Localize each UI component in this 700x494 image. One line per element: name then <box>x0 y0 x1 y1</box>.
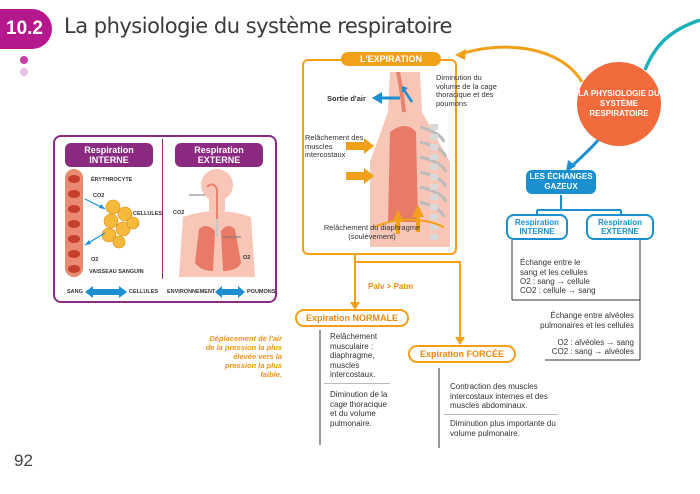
normale-item-1: Relâchement musculaire : diaphragme, mus… <box>330 332 378 379</box>
o2-label: O2 <box>91 257 99 263</box>
pressure-label: Palv > Patm <box>368 282 414 291</box>
sortie-air-label: Sortie d'air <box>327 94 366 103</box>
page-title: La physiologie du système respiratoire <box>64 14 452 38</box>
decor-dot <box>20 68 28 76</box>
divider <box>324 383 390 384</box>
interne-co2: CO2 : cellule → sang <box>520 286 596 295</box>
externe-co2: CO2 : sang → alvéoles <box>551 347 634 356</box>
pressure-note: Déplacement de l'air de la pression la p… <box>205 334 282 379</box>
environnement-label: ENVIRONNEMENT <box>167 289 216 295</box>
externe-label: Respiration EXTERNE <box>175 143 263 167</box>
decor-dot <box>20 56 28 64</box>
sang-label: SANG <box>67 289 83 295</box>
compression-arrows <box>346 138 374 184</box>
externe-o2: O2 : alvéoles → sang <box>557 338 634 347</box>
respiration-interne-box: Respiration INTERNE <box>506 214 568 240</box>
normale-item-2: Diminution de la cage thoracique et du v… <box>330 390 388 428</box>
expiration-forcee-title: Expiration FORCÉE <box>408 345 516 363</box>
respiration-externe-box: Respiration EXTERNE <box>586 214 654 240</box>
page-number: 92 <box>14 451 33 470</box>
echanges-gazeux-title: LES ÉCHANGES GAZEUX <box>526 170 596 194</box>
chapter-tag: 10.2 <box>0 9 52 49</box>
respiration-panel: Respiration INTERNE Respiration EXTERNE … <box>53 135 277 303</box>
forcee-item-2: Diminution plus importante du volume pul… <box>450 419 556 438</box>
co2-label: CO2 <box>93 193 105 199</box>
thorax-illustration <box>370 72 450 247</box>
panel-divider <box>162 139 163 279</box>
interne-description: Échange entre le sang et les cellules <box>520 258 588 277</box>
vaisseau-label: VAISSEAU SANGUIN <box>89 269 144 275</box>
relachement-diaphragme-label: Relâchement du diaphragme (soulèvement) <box>323 223 421 241</box>
expiration-normale-title: Expiration NORMALE <box>295 309 409 327</box>
cellules-bottom-label: CELLULES <box>129 289 159 295</box>
externe-description: Échange entre alvéoles pulmonaires et le… <box>540 311 634 330</box>
erythrocyte-label: ÉRYTHROCYTE <box>91 177 133 183</box>
divider <box>444 414 558 415</box>
central-topic: LA PHYSIOLOGIE DU SYSTÈME RESPIRATOIRE <box>577 62 661 146</box>
o2-external-label: O2 <box>243 255 251 261</box>
interne-o2: O2 : sang → cellule <box>520 277 590 286</box>
cell-exchange-illustration <box>65 169 140 277</box>
diminution-volume-label: Diminution du volume de la cage thoraciq… <box>436 73 497 108</box>
double-arrow-icon <box>215 286 245 298</box>
lungs-illustration <box>179 169 255 277</box>
interne-label: Respiration INTERNE <box>65 143 153 167</box>
forcee-item-1: Contraction des muscles intercostaux int… <box>450 382 548 410</box>
cellules-label: CELLULES <box>133 211 163 217</box>
expiration-title: L'EXPIRATION <box>341 52 441 66</box>
double-arrow-icon <box>85 286 127 298</box>
relachement-muscles-label: Relâchement des muscles intercostaux <box>305 133 364 159</box>
co2-external-label: CO2 <box>173 210 185 216</box>
poumons-label: POUMONS <box>247 289 276 295</box>
